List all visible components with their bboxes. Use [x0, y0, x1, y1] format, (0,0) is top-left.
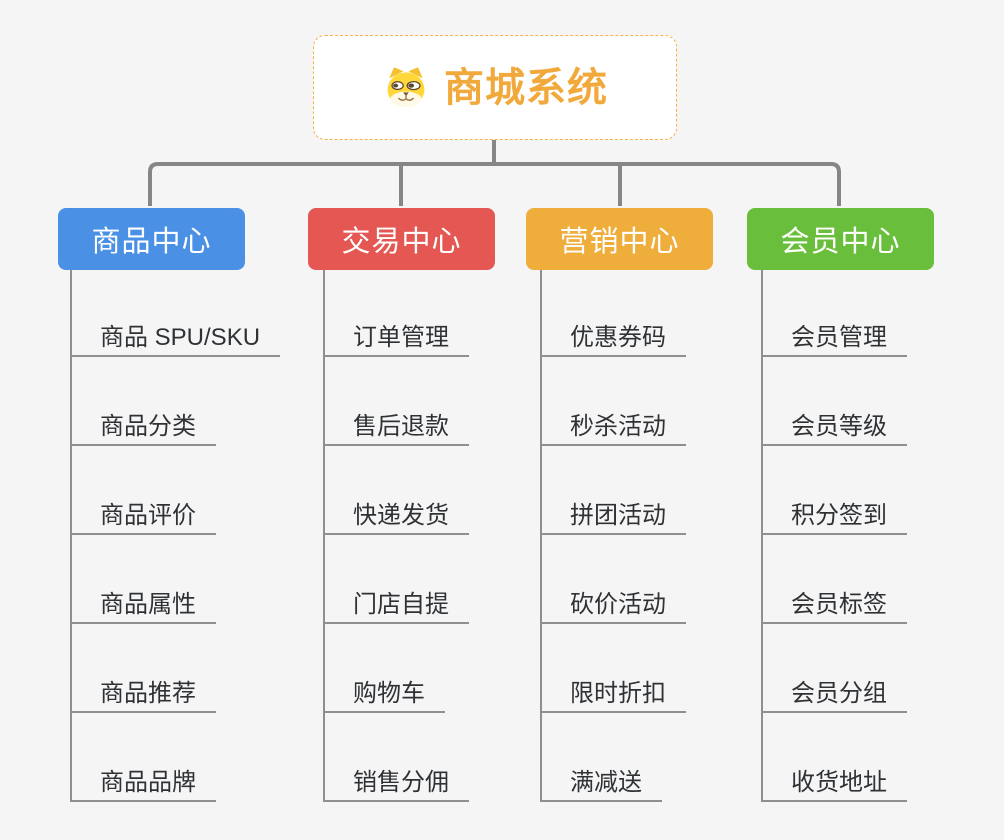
leaf-node[interactable]: 售后退款	[323, 406, 469, 446]
leaf-node[interactable]: 商品评价	[70, 495, 216, 535]
leaf-node[interactable]: 销售分佣	[323, 762, 469, 802]
root-title: 商城系统	[444, 65, 608, 110]
leaf-node[interactable]: 商品分类	[70, 406, 216, 446]
leaf-node[interactable]: 商品 SPU/SKU	[70, 317, 281, 357]
branch-label: 营销中心	[559, 226, 680, 258]
leaf-node[interactable]: 秒杀活动	[540, 406, 686, 446]
root-node[interactable]: 商城系统	[313, 35, 677, 140]
leaf-node[interactable]: 砍价活动	[540, 584, 686, 624]
branch-node-marketing-center[interactable]: 营销中心	[526, 208, 713, 270]
leaf-node[interactable]: 会员标签	[761, 584, 907, 624]
branch-trunk-trade	[323, 270, 325, 802]
leaf-node[interactable]: 购物车	[323, 673, 445, 713]
branch-node-member-center[interactable]: 会员中心	[747, 208, 934, 270]
branch-trunk-product	[70, 270, 72, 802]
leaf-node[interactable]: 商品推荐	[70, 673, 216, 713]
connector-bus	[148, 162, 841, 206]
leaf-node[interactable]: 订单管理	[323, 317, 469, 357]
leaf-node[interactable]: 拼团活动	[540, 495, 686, 535]
branch-node-trade-center[interactable]: 交易中心	[308, 208, 495, 270]
leaf-node[interactable]: 会员等级	[761, 406, 907, 446]
branch-label: 商品中心	[91, 226, 212, 258]
leaf-node[interactable]: 门店自提	[323, 584, 469, 624]
leaf-node[interactable]: 会员管理	[761, 317, 907, 357]
leaf-node[interactable]: 商品品牌	[70, 762, 216, 802]
leaf-node[interactable]: 优惠券码	[540, 317, 686, 357]
leaf-node[interactable]: 快递发货	[323, 495, 469, 535]
leaf-node[interactable]: 限时折扣	[540, 673, 686, 713]
branch-trunk-member	[761, 270, 763, 802]
leaf-node[interactable]: 积分签到	[761, 495, 907, 535]
leaf-node[interactable]: 满减送	[540, 762, 662, 802]
branch-label: 会员中心	[780, 226, 901, 258]
leaf-node[interactable]: 会员分组	[761, 673, 907, 713]
branch-trunk-marketing	[540, 270, 542, 802]
leaf-node[interactable]: 商品属性	[70, 584, 216, 624]
branch-label: 交易中心	[341, 226, 462, 258]
dog-face-icon	[387, 66, 425, 107]
leaf-node[interactable]: 收货地址	[761, 762, 907, 802]
branch-node-product-center[interactable]: 商品中心	[58, 208, 245, 270]
